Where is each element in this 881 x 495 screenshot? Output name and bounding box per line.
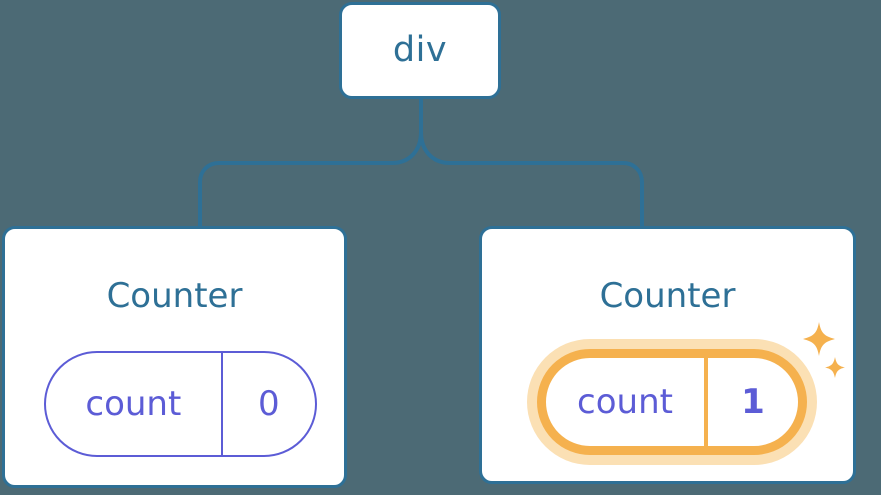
component-title: Counter bbox=[599, 276, 736, 316]
state-pill-wrapper-left: count 0 bbox=[44, 351, 317, 457]
state-pill-count-highlighted[interactable]: count 1 bbox=[537, 349, 807, 455]
state-value-label: 1 bbox=[741, 382, 765, 422]
node-root-label: div bbox=[392, 30, 448, 70]
node-root-div[interactable]: div bbox=[339, 2, 501, 99]
component-card-counter-right[interactable]: Counter count 1 bbox=[479, 226, 856, 484]
state-value-label: 0 bbox=[258, 384, 280, 424]
state-key-label: count bbox=[546, 358, 708, 446]
state-pill-count[interactable]: count 0 bbox=[44, 351, 317, 457]
state-key-label: count bbox=[46, 353, 223, 455]
component-card-counter-left[interactable]: Counter count 0 bbox=[2, 226, 347, 488]
component-title: Counter bbox=[106, 276, 243, 316]
state-pill-wrapper-right: count 1 bbox=[527, 339, 817, 465]
state-pill-highlight-glow: count 1 bbox=[527, 339, 817, 465]
